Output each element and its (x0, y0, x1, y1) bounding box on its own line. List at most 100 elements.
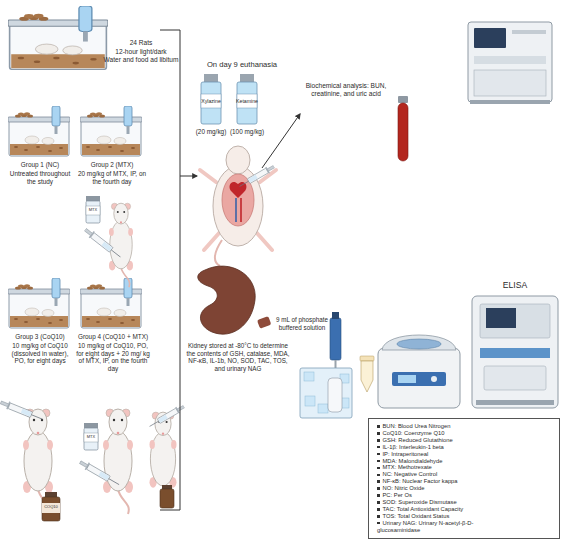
instrument-label: ELISA (488, 280, 542, 290)
abbreviation-box: BUN: Blood Urea NitrogenCoQ10: Coenzyme … (368, 418, 560, 539)
centrifuge-part (392, 372, 446, 386)
group-bracket (160, 30, 197, 510)
kidney (198, 266, 272, 334)
group-cage (80, 106, 142, 156)
coq10-mtx-scene-part (84, 433, 98, 442)
dissected-rat-part (215, 240, 222, 266)
storage-note: Kidney stored at -80°C to determine the … (186, 342, 290, 372)
biochemistry-analyzer-part (468, 22, 552, 102)
step-heading: On day 9 euthanasia (194, 60, 290, 69)
coq10-mtx-scene-part (103, 409, 133, 514)
group-cage: Group 3 (CoQ10)10 mg/kg of CoQ10 (dissol… (6, 276, 74, 380)
centrifuge (378, 335, 460, 408)
abbreviation-entry: GSH: Reduced Glutathione (377, 437, 499, 444)
abbreviation-entry: NF-κB: Nuclear Factor kappa (377, 478, 499, 485)
homogenizer-part (318, 404, 328, 413)
dissected-rat-part (256, 232, 272, 250)
group-cage-part (80, 106, 142, 156)
abbreviation-entry: MTX: Methotrexate (377, 464, 499, 471)
bottle-label: COQ10 (42, 505, 60, 510)
centrifuge-part (398, 375, 416, 383)
mtx-injection-scene-part (86, 201, 100, 223)
homogenizer-part (300, 368, 352, 418)
abbreviation-entry: BUN: Blood Urea Nitrogen (377, 423, 499, 430)
biochemistry-analyzer (468, 22, 552, 104)
group-cage (8, 106, 70, 156)
coq10-gavage-scene-part (45, 492, 57, 497)
mtx-injection-scene-part (86, 196, 100, 201)
node-heading: 24 Rats (104, 39, 178, 47)
group-bracket-part (160, 30, 180, 510)
abbreviation-entry: PC: Per Os (377, 492, 499, 499)
coq10-gavage-scene-part (0, 399, 44, 424)
elisa-reader-part (476, 400, 554, 405)
group-cage: Group 1 (NC)Untreated throughout the stu… (6, 104, 74, 190)
anesthetic-vials-part (204, 74, 218, 82)
elisa-reader-part (472, 296, 558, 408)
coq10-mtx-scene-part (84, 428, 98, 450)
mtx-injection-scene (83, 196, 133, 287)
biochemistry-analyzer-part (474, 70, 546, 96)
node-heading: Group 4 (CoQ10 + MTX) (74, 333, 152, 341)
dissected-rat-part (240, 198, 242, 222)
node-note: (100 mg/kg) (224, 128, 270, 136)
node-note: 10 mg/kg of CoQ10 (dissolved in water), … (6, 342, 74, 365)
dissected-rat-part (230, 182, 247, 198)
node-heading: Ketamine (232, 98, 262, 104)
node-note: 10 mg/kg of CoQ10, PO, for eight days + … (76, 342, 150, 372)
coq10-mtx-scene-part (162, 485, 172, 489)
dissected-rat-part (226, 146, 250, 174)
mtx-injection-scene-part (86, 206, 100, 215)
mtx-injection-scene-part (83, 226, 124, 260)
node-note: Water and food ad libitum (92, 56, 190, 64)
eppendorf-tube (360, 356, 374, 392)
dissected-rat-part (238, 163, 276, 189)
homogenizer-part (332, 312, 339, 319)
homogenizer-part (330, 318, 341, 360)
coq10-gavage-scene-part (42, 503, 60, 513)
analysis-arrow-part (262, 114, 300, 168)
vial-label: MTX (86, 208, 100, 213)
abbreviation-entry: Urinary NAG: Urinary N-acetyl-β-D-glucos… (377, 520, 499, 534)
elisa-reader-part (486, 308, 516, 328)
centrifuge-part (378, 348, 460, 408)
group-bracket-part (180, 176, 197, 177)
node-heading: Xylazine (196, 98, 226, 104)
eppendorf-tube-part (361, 361, 373, 392)
biochemistry-analyzer-part (512, 30, 546, 34)
abbreviation-entry: IL-1β: Interleukin-1 beta (377, 444, 499, 451)
centrifuge-part (382, 335, 456, 350)
drug-vial: Xylazine(20 mg/kg) (196, 74, 226, 138)
elisa-reader-part (480, 348, 550, 358)
blood-tube (398, 96, 408, 161)
biochemistry-analyzer-part (470, 100, 550, 104)
elisa-reader-part (480, 304, 550, 338)
dissected-rat-part (235, 198, 237, 222)
centrifuge-part (431, 376, 437, 382)
node-heading: Group 3 (CoQ10) (4, 333, 76, 341)
main-cage: 24 Rats12-hour light/darkWater and food … (8, 4, 190, 76)
node-note: Untreated throughout the study (6, 170, 74, 185)
group-cage: Group 4 (CoQ10 + MTX)10 mg/kg of CoQ10, … (76, 276, 150, 386)
abbreviation-entry: TAC: Total Antioxidant Capacity (377, 506, 499, 513)
homogenizer-part (304, 372, 314, 381)
coq10-mtx-scene-part (160, 489, 174, 508)
analysis-note: Biochemical analysis: BUN, creatinine, a… (296, 82, 396, 98)
node-heading: Group 2 (MTX) (76, 161, 148, 169)
elisa-reader-part (484, 366, 546, 390)
drug-vial: Ketamine(100 mg/kg) (232, 74, 262, 138)
biochemistry-analyzer-part (474, 28, 506, 48)
group-cage-part (8, 278, 70, 328)
anesthetic-vials-part (240, 74, 254, 82)
coq10-gavage-scene (0, 399, 60, 521)
abbreviation-entry: NO: Nitric Oxide (377, 485, 499, 492)
analysis-arrow (262, 114, 300, 168)
buffer-note: 9 mL of phosphate buffered solution (276, 316, 328, 331)
node-note: 12-hour light/dark (98, 48, 184, 56)
coq10-mtx-scene-part (78, 459, 121, 489)
abbreviation-entry: MDA: Malondialdehyde (377, 458, 499, 465)
centrifuge-part (397, 339, 441, 349)
main-cage (8, 6, 108, 69)
dissected-rat-part (200, 170, 216, 182)
mtx-injection-scene-part (109, 203, 133, 287)
